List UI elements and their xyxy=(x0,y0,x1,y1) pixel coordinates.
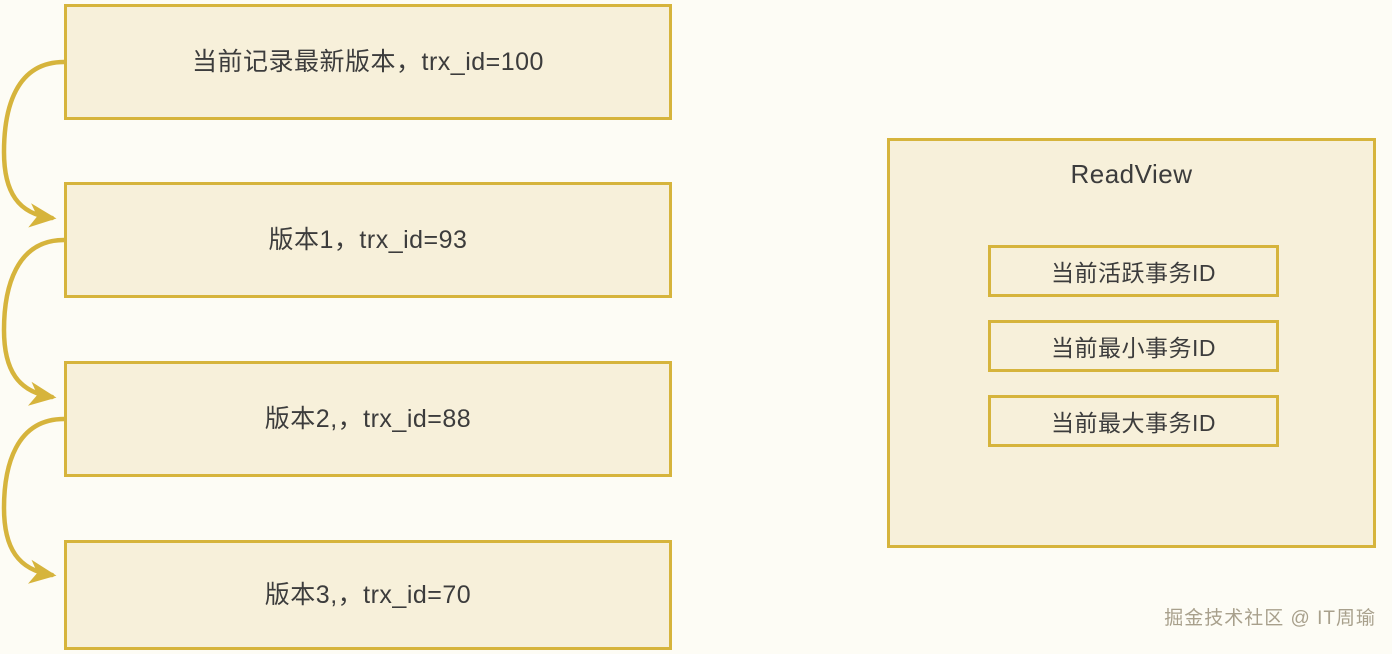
version-box-label: 版本3,，trx_id=70 xyxy=(264,581,472,609)
readview-title: ReadView xyxy=(1070,159,1193,189)
version-box-1[interactable]: 版本1，trx_id=93 xyxy=(64,182,672,298)
version-box-3[interactable]: 版本3,，trx_id=70 xyxy=(64,540,672,650)
readview-item-label: 当前活跃事务ID xyxy=(1051,260,1216,286)
version-box-label: 版本2,，trx_id=88 xyxy=(264,405,472,433)
version-box-label: 版本1，trx_id=93 xyxy=(268,226,468,254)
watermark: 掘金技术社区 @ IT周瑜 xyxy=(1164,608,1376,629)
readview-item-label: 当前最大事务ID xyxy=(1051,410,1216,436)
arrow-v1-to-v2 xyxy=(1,237,67,406)
arrow-v0-to-v1 xyxy=(1,59,67,228)
arrow-v2-to-v3 xyxy=(1,416,67,584)
readview-panel[interactable]: ReadView 当前活跃事务ID 当前最小事务ID 当前最大事务ID xyxy=(887,138,1376,548)
readview-item-active-trx-ids[interactable]: 当前活跃事务ID xyxy=(988,245,1279,297)
readview-item-max-trx-id[interactable]: 当前最大事务ID xyxy=(988,395,1279,447)
readview-item-label: 当前最小事务ID xyxy=(1051,335,1216,361)
version-box-2[interactable]: 版本2,，trx_id=88 xyxy=(64,361,672,477)
version-box-latest[interactable]: 当前记录最新版本，trx_id=100 xyxy=(64,4,672,120)
readview-item-min-trx-id[interactable]: 当前最小事务ID xyxy=(988,320,1279,372)
version-box-label: 当前记录最新版本，trx_id=100 xyxy=(192,48,544,76)
